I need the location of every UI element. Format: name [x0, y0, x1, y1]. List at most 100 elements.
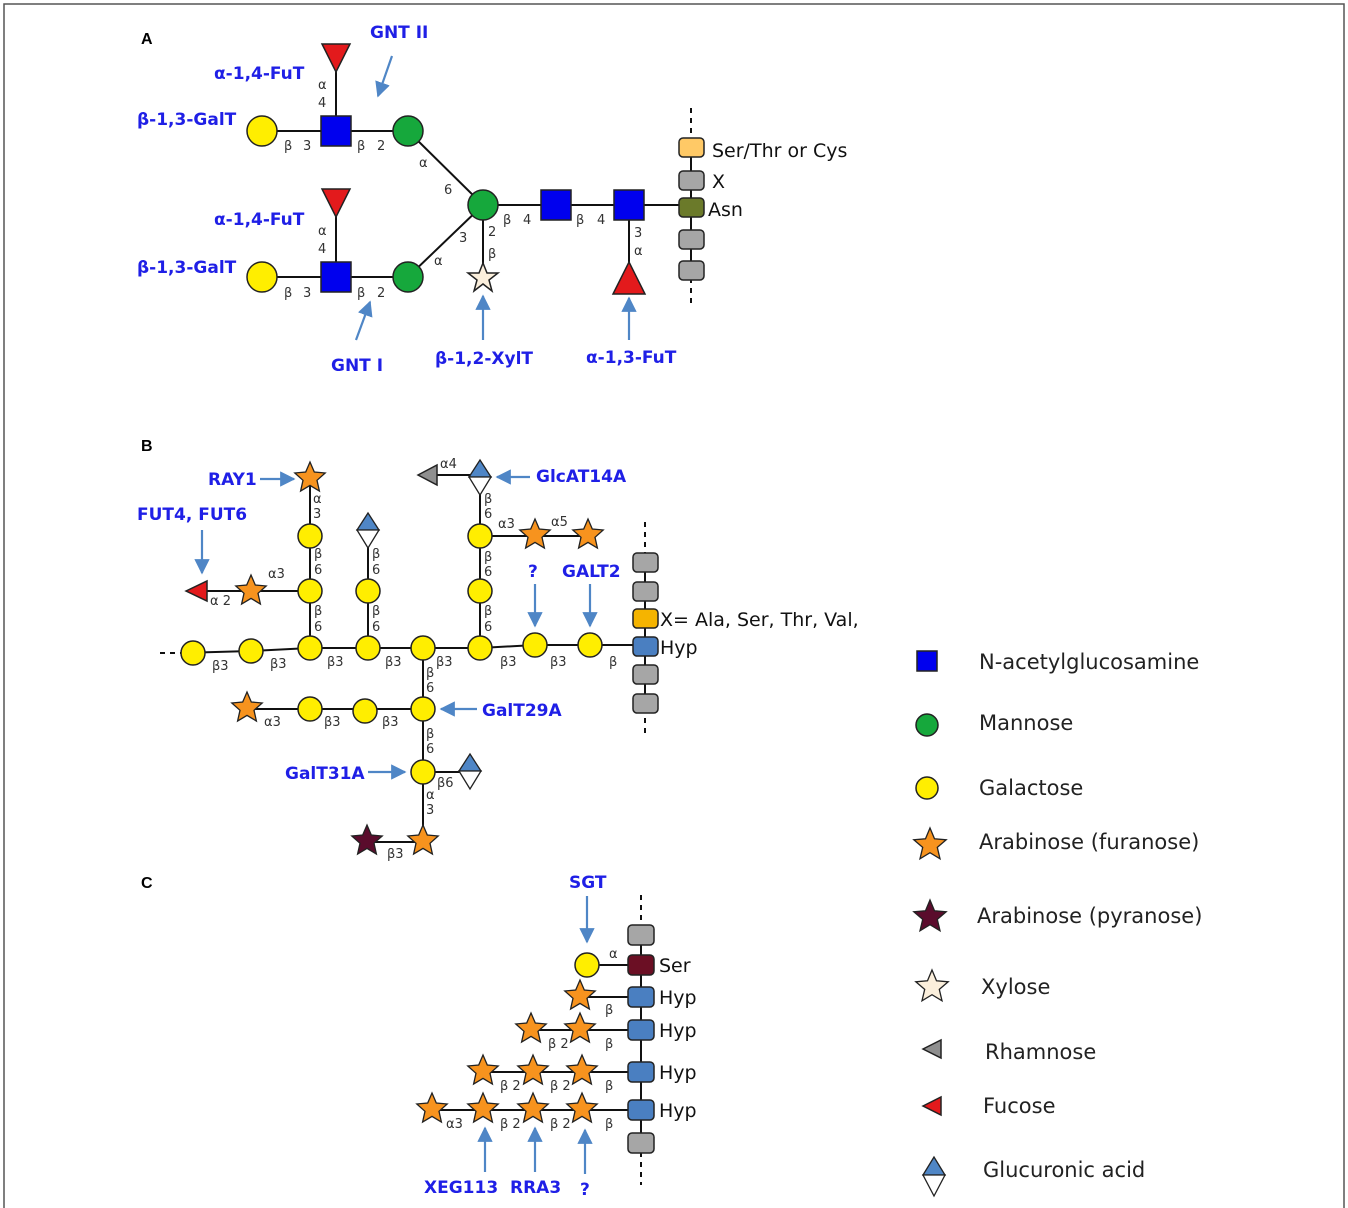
panel-a: α 4 β 3 β 2 α 4 β 3 β 2 α 6 α 3 2 β β 4 … [137, 23, 847, 376]
mannose-icon [467, 189, 499, 221]
maroon-star-icon [912, 898, 948, 933]
galactose-icon [297, 696, 323, 722]
arabinose-furanose-icon [415, 1091, 449, 1124]
legend-label: Mannose [979, 711, 1073, 735]
linkage-label: β [484, 550, 492, 565]
linkage-label: 6 [372, 620, 380, 635]
b-bond [367, 648, 424, 843]
linkage-label: α3 [498, 517, 515, 532]
linkage-label: 6 [314, 563, 322, 578]
linkage-label: 3 [459, 231, 467, 246]
arabinose-furanose-icon [230, 690, 264, 723]
linkage-label: β [484, 492, 492, 507]
enzyme-label: RAY1 [208, 470, 257, 490]
fucose-icon [320, 43, 352, 74]
linkage-label: 3 [426, 803, 434, 818]
glcnac-icon [540, 189, 572, 221]
galactose-icon [246, 261, 278, 293]
linkage-label: β [314, 547, 322, 562]
linkage-label: α [609, 947, 618, 962]
enzyme-label: RRA3 [510, 1178, 561, 1198]
rhamnose-icon [416, 463, 438, 487]
linkage-label: β 2 [500, 1079, 521, 1094]
linkage-label: α3 [268, 567, 285, 582]
linkage-label: 2 [377, 139, 385, 154]
arabinose-furanose-icon [565, 1091, 599, 1124]
linkage-label: α [434, 254, 443, 269]
enzyme-label: GALT2 [562, 562, 621, 582]
peptide-residue-hyp [632, 636, 659, 657]
legend-label: Arabinose (pyranose) [977, 904, 1202, 928]
linkage-label: β 2 [548, 1037, 569, 1052]
enzyme-label: FUT4, FUT6 [137, 505, 247, 525]
linkage-label: β3 [385, 655, 402, 670]
linkage-label: 6 [484, 565, 492, 580]
blue-white-diamond-icon [921, 1155, 947, 1176]
linkage-label: α [318, 224, 327, 239]
enzyme-label: α-1,3-FuT [586, 348, 677, 368]
mannose-icon [392, 115, 424, 147]
linkage-label: α [419, 156, 428, 171]
linkage-label: α4 [440, 457, 457, 472]
linkage-label: β [605, 1079, 613, 1094]
enzyme-label: β-1,2-XylT [435, 349, 533, 369]
panel-c: α β β β 2 β β 2 β 2 β β 2 β 2 α3 Ser Hyp… [415, 873, 697, 1200]
enzyme-label: GNT II [370, 23, 428, 43]
legend-label: Xylose [981, 975, 1050, 999]
enzyme-label: β-1,3-GalT [137, 258, 237, 278]
arabinose-furanose-icon [406, 823, 440, 856]
amino-acid-label: Asn [708, 199, 743, 221]
linkage-label: β [372, 547, 380, 562]
peptide-residue-hyp [627, 1061, 655, 1083]
enzyme-label: GalT29A [482, 701, 563, 721]
yellow-circle-icon [915, 776, 939, 800]
linkage-label: α [634, 244, 643, 259]
galactose-icon [180, 640, 206, 666]
arabinose-furanose-icon [514, 1011, 548, 1044]
linkage-label: β3 [436, 655, 453, 670]
arabinose-furanose-icon [565, 1053, 599, 1086]
arabinose-furanose-icon [466, 1091, 500, 1124]
arabinose-furanose-icon [563, 1011, 597, 1044]
linkage-label: α [426, 788, 435, 803]
b-bond [432, 474, 481, 648]
glucuronic-acid-bottom-icon [355, 529, 381, 550]
galactose-icon [467, 578, 493, 604]
glcnac-icon [613, 189, 645, 221]
mannose-icon [392, 261, 424, 293]
enzyme-label: α-1,4-FuT [214, 210, 305, 230]
linkage-label: β [503, 213, 511, 228]
linkage-label: β [576, 213, 584, 228]
linkage-label: 6 [444, 183, 452, 198]
linkage-label: β [357, 286, 365, 301]
linkage-label: β [372, 604, 380, 619]
peptide-residue-x [632, 608, 659, 629]
galactose-icon [297, 635, 323, 661]
glcnac-icon [320, 261, 352, 293]
linkage-label: α5 [551, 515, 568, 530]
glucuronic-acid-top-icon [467, 458, 493, 478]
galactose-icon [574, 952, 600, 978]
linkage-label: β3 [500, 655, 517, 670]
arabinose-furanose-icon [234, 573, 268, 606]
legend-label: Fucose [983, 1094, 1056, 1118]
enzyme-label: α-1,4-FuT [214, 64, 305, 84]
amino-acid-label: Hyp [659, 1100, 697, 1122]
linkage-label: β [484, 604, 492, 619]
linkage-label: α [313, 492, 322, 507]
linkage-label: β 2 [550, 1117, 571, 1132]
enzyme-label: SGT [569, 873, 607, 893]
peptide-residue [632, 581, 659, 602]
glucuronic-acid-top-icon [457, 752, 483, 772]
arabinose-furanose-icon [518, 517, 552, 550]
linkage-label: β [284, 286, 292, 301]
peptide-residue [632, 693, 659, 714]
galactose-icon [522, 632, 548, 658]
linkage-label: 4 [318, 242, 326, 257]
linkage-label: 4 [523, 213, 531, 228]
galactose-icon [467, 635, 493, 661]
legend-label: Glucuronic acid [983, 1158, 1145, 1182]
amino-acid-label: Hyp [659, 987, 697, 1009]
linkage-label: β [609, 655, 617, 670]
linkage-label: β3 [382, 715, 399, 730]
